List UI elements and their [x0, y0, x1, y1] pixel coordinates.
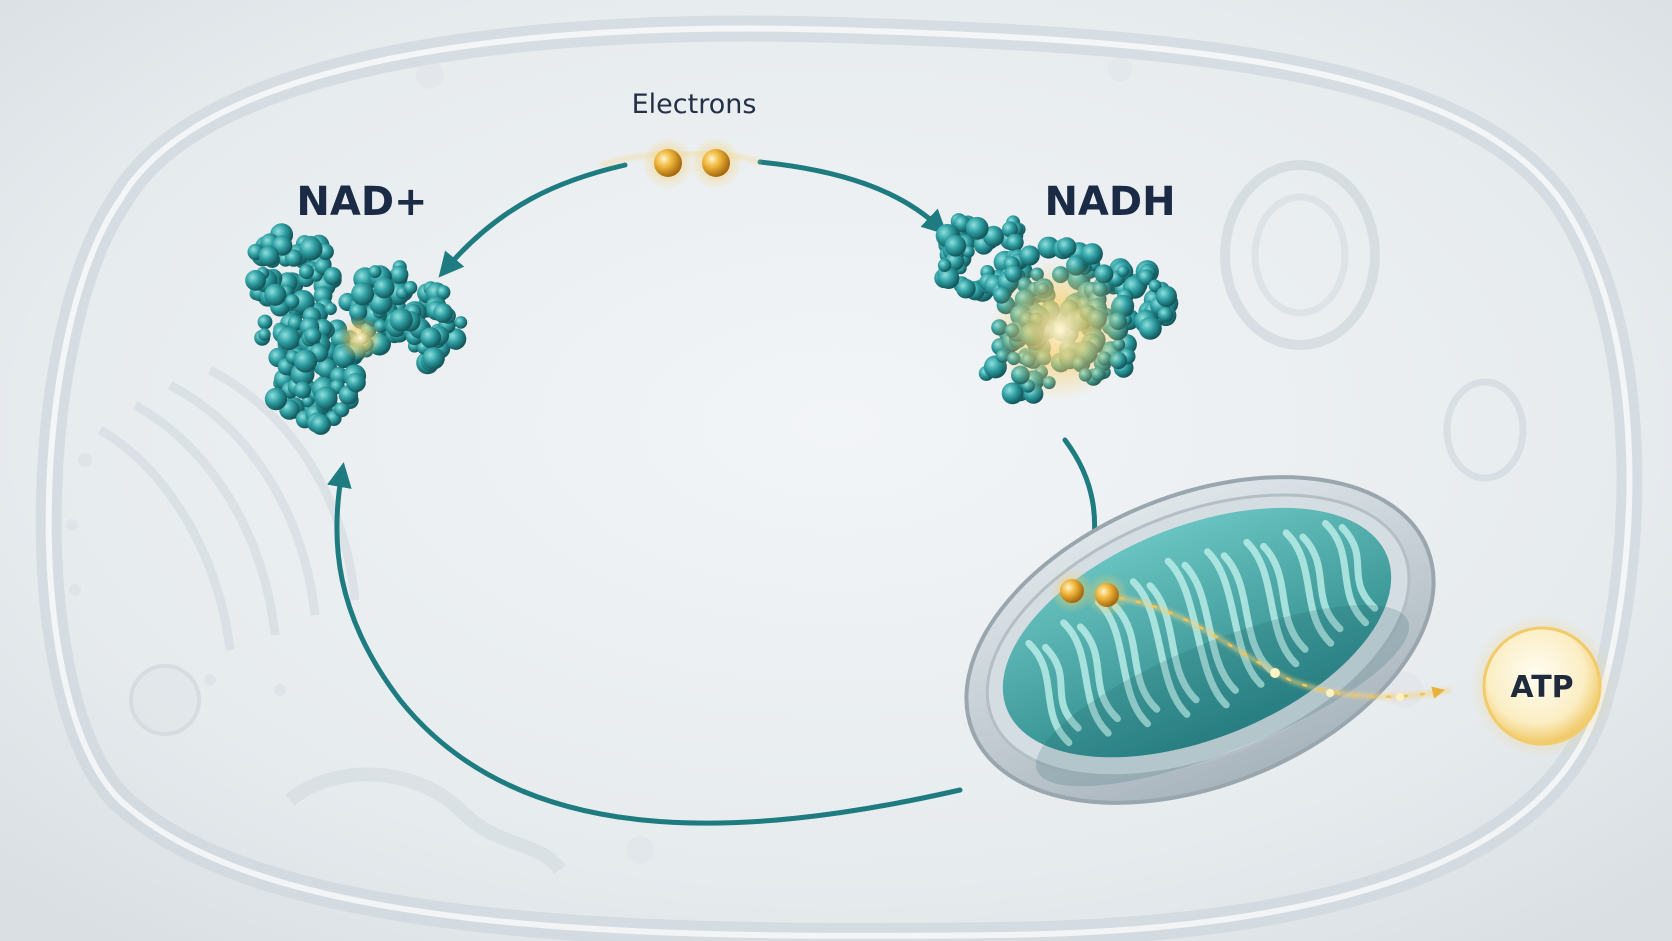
- atom-sphere: [346, 372, 366, 393]
- atom-sphere: [1116, 265, 1129, 278]
- atom-sphere: [1006, 233, 1024, 252]
- atom-sphere: [258, 245, 280, 267]
- atom-sphere: [444, 328, 467, 350]
- atp-label: ATP: [1510, 670, 1573, 705]
- crista-fold: [1164, 557, 1239, 709]
- arrow-electrons-to-nadh: [757, 159, 948, 235]
- nadh-label: NADH: [1044, 179, 1175, 225]
- crista-fold: [1025, 639, 1082, 747]
- atom-sphere: [403, 280, 418, 295]
- atom-sphere: [285, 294, 300, 309]
- atom-sphere: [1137, 269, 1155, 286]
- atom-sphere: [293, 349, 317, 373]
- atom-sphere: [299, 237, 323, 261]
- atom-sphere: [264, 283, 287, 306]
- atom-sphere: [264, 387, 288, 411]
- atom-sphere: [310, 414, 332, 435]
- atom-sphere: [323, 267, 342, 286]
- nad-plus-molecule-icon: [245, 223, 468, 435]
- electron-icon: [702, 149, 730, 177]
- atom-sphere: [287, 315, 303, 331]
- atom-sphere: [324, 302, 337, 316]
- atom-sphere: [390, 265, 409, 284]
- atom-sphere: [314, 386, 338, 410]
- atom-sphere: [944, 235, 967, 257]
- electron-pair-top: [642, 137, 742, 189]
- crista-fold: [1203, 548, 1274, 688]
- atom-sphere: [299, 264, 314, 280]
- molecule-glow: [990, 260, 1130, 400]
- atom-sphere: [293, 381, 312, 399]
- atom-sphere: [277, 326, 301, 351]
- atom-sphere: [937, 267, 960, 290]
- atom-sphere: [389, 308, 413, 332]
- atom-sphere: [304, 327, 322, 345]
- electron-icon: [654, 149, 682, 177]
- atom-sphere: [937, 258, 952, 272]
- atom-sphere: [258, 328, 271, 341]
- crista-fold: [1129, 578, 1200, 718]
- atom-sphere: [1148, 279, 1162, 293]
- electrons-label: Electrons: [632, 89, 757, 120]
- atom-sphere: [965, 216, 989, 240]
- atom-sphere: [373, 277, 395, 299]
- atom-sphere: [351, 282, 375, 306]
- nad-plus-label: NAD+: [296, 179, 427, 225]
- background-organelles: [66, 58, 1527, 875]
- cycle-arrows: [327, 159, 1106, 826]
- atom-sphere: [1081, 243, 1103, 265]
- atom-sphere: [1155, 285, 1177, 307]
- crista-fold: [1282, 529, 1344, 647]
- molecule-glow: [338, 316, 382, 360]
- atp-badge: ATP: [1470, 614, 1614, 758]
- electron-icon: [1095, 583, 1119, 607]
- atp-energy-path: [1118, 596, 1451, 701]
- atom-sphere: [433, 303, 453, 323]
- nadh-molecule-icon: [934, 213, 1179, 405]
- arrow-electrons-to-nad-plus: [438, 162, 628, 278]
- atom-sphere: [422, 347, 445, 370]
- atom-sphere: [285, 249, 303, 267]
- electron-pair-mitochondrion: [1050, 569, 1129, 617]
- atom-sphere: [1056, 237, 1077, 257]
- atom-sphere: [245, 270, 266, 291]
- crista-fold: [1060, 619, 1121, 737]
- crista-fold: [1243, 538, 1309, 668]
- atom-sphere: [956, 278, 976, 299]
- arrow-mitochondrion-to-nad-plus: [327, 462, 963, 826]
- atom-sphere: [1157, 306, 1174, 323]
- atom-sphere: [420, 327, 442, 348]
- crista-fold: [1321, 520, 1379, 627]
- electron-icon: [1060, 579, 1084, 603]
- atom-sphere: [257, 314, 273, 330]
- atom-sphere: [1138, 316, 1162, 340]
- atom-sphere: [1019, 245, 1040, 266]
- atom-sphere: [454, 316, 468, 329]
- mitochondrion-icon: [964, 475, 1436, 805]
- atom-sphere: [1001, 382, 1024, 405]
- atom-sphere: [334, 402, 350, 418]
- atom-sphere: [436, 285, 451, 300]
- atom-sphere: [368, 265, 382, 279]
- atom-sphere: [1001, 221, 1018, 238]
